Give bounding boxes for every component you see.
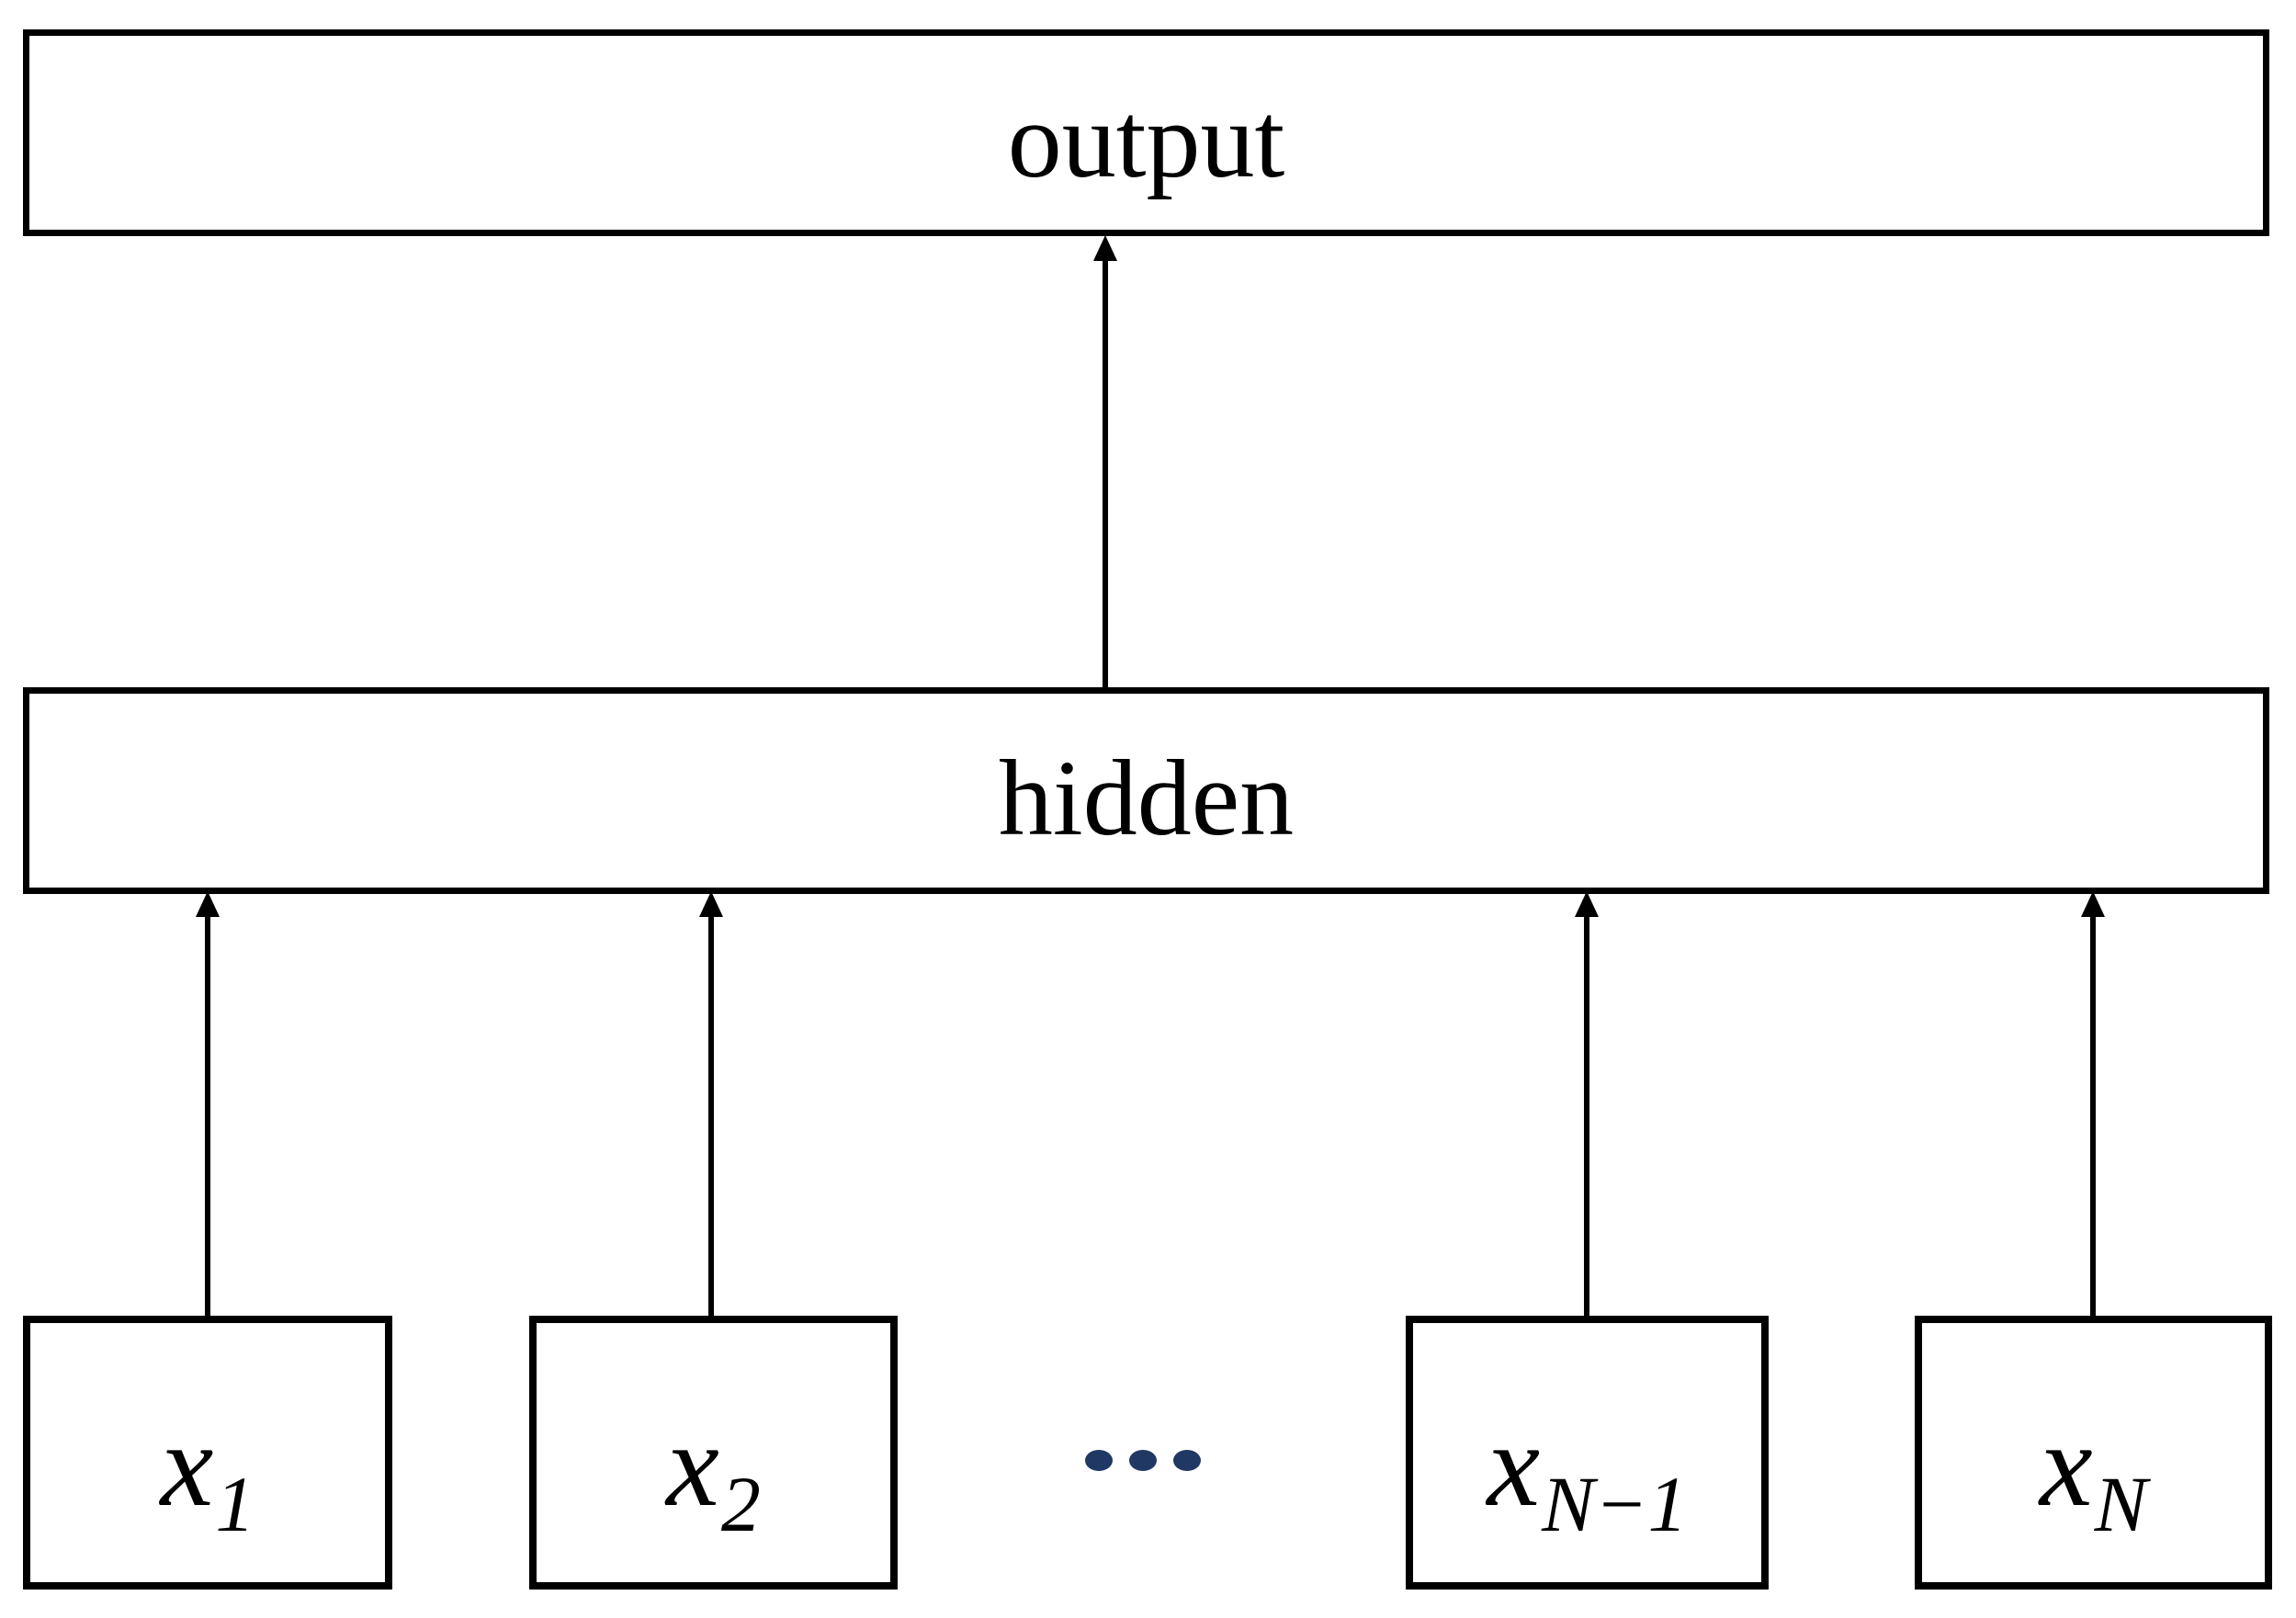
input-x2-subscript: 2 [720, 1459, 761, 1548]
arrow-x1-to-hidden [196, 891, 220, 1319]
arrow-xn-1-to-hidden [1575, 891, 1599, 1319]
input-box-xn-1: xN−1 [1406, 1316, 1769, 1590]
ellipsis-dot [1129, 1450, 1157, 1471]
input-x2-base: x [666, 1399, 719, 1532]
input-x1-subscript: 1 [215, 1459, 255, 1548]
input-label-x1: x1 [161, 1406, 255, 1544]
hidden-layer-box: hidden [23, 687, 2269, 894]
input-x1-base: x [160, 1399, 214, 1532]
input-xn-subscript: N [2094, 1459, 2148, 1548]
input-box-x1: x1 [23, 1316, 392, 1590]
output-layer-label: output [1007, 79, 1285, 200]
arrow-xn-to-hidden [2081, 891, 2105, 1319]
arrow-hidden-to-output [1093, 235, 1117, 691]
input-xn-base: x [2039, 1399, 2093, 1532]
input-label-x2: x2 [666, 1406, 761, 1544]
input-xn-1-subscript: N−1 [1542, 1459, 1688, 1548]
arrow-x2-to-hidden [699, 891, 723, 1319]
input-box-x2: x2 [529, 1316, 898, 1590]
ellipsis-dot [1085, 1450, 1113, 1471]
output-layer-box: output [23, 29, 2269, 236]
hidden-layer-label: hidden [998, 737, 1295, 858]
ellipsis-dot [1173, 1450, 1201, 1471]
ellipsis [1085, 1450, 1201, 1471]
input-label-xn-1: xN−1 [1487, 1406, 1687, 1544]
input-label-xn: xN [2040, 1406, 2147, 1544]
input-box-xn: xN [1915, 1316, 2272, 1590]
input-xn-1-base: x [1487, 1399, 1541, 1532]
